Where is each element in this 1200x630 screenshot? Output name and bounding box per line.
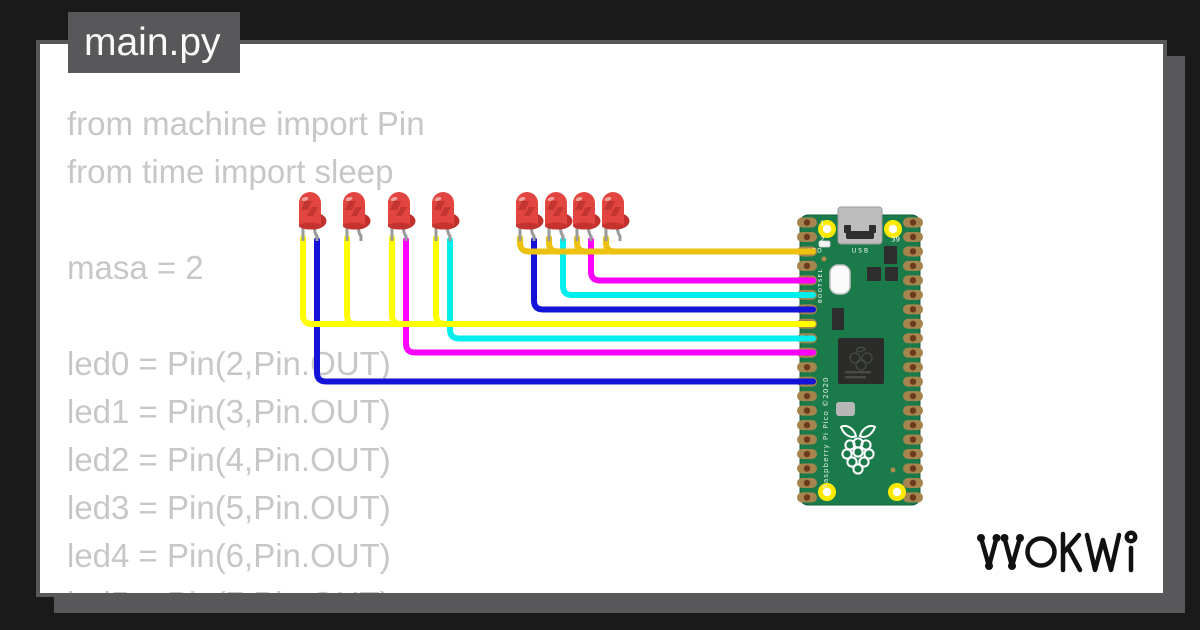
wire-blue — [314, 237, 816, 385]
crystal — [836, 402, 855, 416]
logo-w2 — [1084, 532, 1122, 573]
logo-i-dot — [1124, 530, 1138, 544]
led-red-4 — [432, 192, 460, 241]
wire-yellow — [300, 235, 816, 327]
smd-component — [885, 267, 898, 281]
code-line: led2 = Pin(4,Pin.OUT) — [67, 441, 391, 478]
logo-node — [1008, 562, 1016, 570]
logo-node — [985, 562, 993, 570]
code-line: led1 = Pin(3,Pin.OUT) — [67, 393, 391, 430]
logo-node — [1016, 534, 1024, 542]
pin-39-label: 39 — [891, 236, 900, 244]
wire-gold — [546, 235, 567, 255]
code-line: led4 = Pin(6,Pin.OUT) — [67, 537, 391, 574]
led-red-7 — [573, 192, 601, 241]
code-line: led0 = Pin(2,Pin.OUT) — [67, 345, 391, 382]
wire-yellow — [344, 235, 365, 327]
led-red-6 — [545, 192, 573, 241]
pin-2-label: 2 — [820, 236, 824, 244]
smd-component — [832, 308, 844, 330]
editor-panel: from machine import Pin from time import… — [36, 40, 1167, 597]
wire-gold — [574, 235, 595, 255]
usb-label: USB — [852, 248, 870, 255]
code-line: masa = 2 — [67, 249, 204, 286]
led-red-5 — [516, 192, 544, 241]
smd-component — [884, 246, 897, 264]
code-line: from machine import Pin — [67, 105, 425, 142]
file-tab[interactable]: main.py — [68, 12, 240, 73]
logo-o — [1025, 536, 1057, 568]
led-red-2 — [343, 192, 371, 241]
wire-magenta — [403, 237, 816, 356]
wire-gold — [517, 235, 816, 255]
wire-cyan — [447, 237, 816, 342]
logo-node — [977, 534, 985, 542]
wire-magenta — [588, 237, 816, 284]
logo-node — [1000, 534, 1009, 542]
wokwi-logo: WOKWI — [977, 527, 1149, 573]
wokwi-logo-glyphs — [977, 530, 1138, 573]
silkscreen-label: Raspberry Pi Pico ©2020 — [821, 376, 830, 489]
onboard-led — [818, 240, 831, 248]
logo-node — [992, 534, 1001, 542]
logo-w1b — [1002, 535, 1023, 569]
wire-blue — [531, 237, 816, 313]
raspberry-pi-logo — [839, 425, 877, 475]
wire-yellow — [389, 235, 410, 327]
led-red-1 — [299, 192, 327, 241]
wire-yellow — [433, 235, 454, 327]
file-tab-label: main.py — [84, 21, 221, 64]
code-line: from time import sleep — [67, 153, 394, 190]
code-preview: from machine import Pin from time import… — [67, 100, 425, 593]
smd-component — [867, 267, 881, 281]
pin-1-label: 1 — [820, 220, 824, 228]
wire-gold — [603, 235, 624, 255]
wire-cyan — [560, 237, 816, 298]
led-red-8 — [602, 192, 630, 241]
bootsel-button[interactable] — [829, 264, 851, 295]
code-line: led5 = Pin(7,Pin.OUT) — [67, 580, 425, 593]
code-line: led3 = Pin(5,Pin.OUT) — [67, 489, 391, 526]
logo-w1 — [978, 535, 999, 569]
logo-k — [1065, 545, 1083, 573]
led-red-3 — [388, 192, 416, 241]
bootsel-label: BOOTSEL — [818, 268, 824, 303]
